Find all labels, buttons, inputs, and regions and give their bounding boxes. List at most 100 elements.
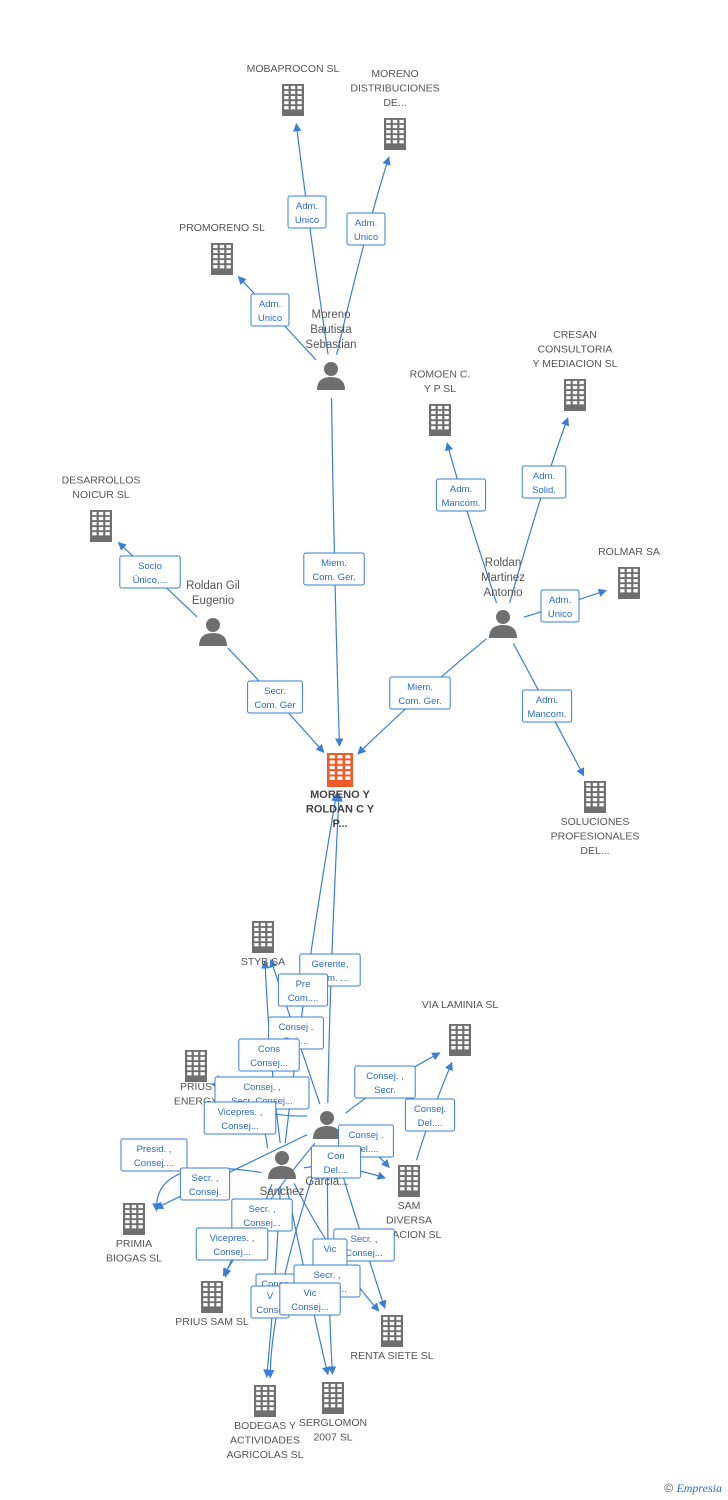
- building-icon: [185, 1050, 207, 1082]
- relation-label-text: Consej.: [189, 1187, 221, 1198]
- building-icon: [449, 1024, 471, 1056]
- relation-label[interactable]: SocioÚnico,...: [119, 555, 181, 589]
- company-label: PRIMIA: [116, 1238, 152, 1250]
- relation-label-box: [389, 676, 451, 710]
- relation-label-text: Mancom.: [441, 498, 480, 509]
- relation-label-text: Unico: [354, 232, 378, 243]
- relation-label[interactable]: Adm.Solid.: [521, 465, 567, 499]
- company-node-rolmar[interactable]: ROLMAR SA: [598, 546, 660, 599]
- building-icon: [429, 404, 451, 436]
- relation-label-text: Cons: [258, 1044, 280, 1055]
- relation-label-box: [354, 1065, 416, 1099]
- relation-label-text: Com. Ger: [254, 700, 295, 711]
- building-icon: [201, 1281, 223, 1313]
- relation-label[interactable]: Vicepres. ,Consej...: [195, 1227, 269, 1261]
- relation-label-box: [277, 973, 329, 1007]
- relation-label[interactable]: VicConsej...: [279, 1282, 341, 1316]
- relation-label[interactable]: PreCom....: [277, 973, 329, 1007]
- relation-label[interactable]: Adm.Unico: [250, 293, 290, 327]
- relation-label[interactable]: ConDel....: [310, 1145, 362, 1179]
- relation-label-text: Mancom.: [527, 709, 566, 720]
- person-label: Eugenio: [192, 595, 234, 607]
- relation-label[interactable]: Miem. Com. Ger.: [303, 552, 365, 586]
- building-icon: [398, 1165, 420, 1197]
- company-label: MOBAPROCON SL: [247, 63, 340, 75]
- company-label: NOICUR SL: [72, 489, 129, 501]
- company-label: DE...: [383, 97, 406, 109]
- relation-label[interactable]: Adm.Mancom.: [435, 478, 487, 512]
- company-node-styb[interactable]: STYB SA: [241, 921, 285, 968]
- copyright-symbol: ©: [664, 1481, 674, 1495]
- relation-label-text: Miem.: [321, 558, 347, 569]
- relation-label-box: [120, 1138, 188, 1172]
- relation-label-text: Consej...: [250, 1058, 288, 1069]
- relation-label[interactable]: Secr. Com. Ger: [247, 680, 303, 714]
- company-label: PROFESIONALES: [551, 831, 640, 843]
- company-node-mobaprocon[interactable]: MOBAPROCON SL: [247, 63, 340, 116]
- relation-label[interactable]: Vic...: [312, 1238, 348, 1272]
- company-node-morenodist[interactable]: MORENODISTRIBUCIONESDE...: [350, 68, 440, 150]
- company-node-rentasiete[interactable]: RENTA SIETE SL: [350, 1315, 434, 1362]
- person-label: Moreno: [312, 309, 351, 321]
- relation-label-text: Vicepres. ,: [210, 1233, 255, 1244]
- relation-label[interactable]: Adm.Unico: [346, 212, 386, 246]
- relation-label-text: Consej...: [345, 1248, 383, 1259]
- footer-credit[interactable]: © Empresia: [664, 1481, 722, 1496]
- relation-label[interactable]: Consej.Del....: [404, 1098, 456, 1132]
- company-label: MORENO Y: [310, 789, 370, 801]
- company-node-romoen[interactable]: ROMOEN C.Y P SL: [410, 369, 471, 437]
- relation-label[interactable]: Consej. ,Secr.: [354, 1065, 416, 1099]
- company-label: P...: [332, 818, 347, 830]
- relation-label[interactable]: Adm.Unico: [287, 195, 327, 229]
- company-label: PRIUS: [180, 1081, 212, 1093]
- relation-label[interactable]: Vicepres. ,Consej...: [203, 1101, 277, 1135]
- person-label: Sanchez: [260, 1186, 305, 1198]
- relation-label-text: Adm.: [549, 595, 571, 606]
- person-icon: [317, 362, 345, 390]
- company-label: DESARROLLOS: [62, 475, 141, 487]
- company-node-desarrollos[interactable]: DESARROLLOS NOICUR SL: [62, 475, 141, 543]
- company-label: BODEGAS Y: [234, 1420, 296, 1432]
- company-label: PROMORENO SL: [179, 222, 265, 234]
- person-label: Roldan: [485, 557, 521, 569]
- company-node-promoreno[interactable]: PROMORENO SL: [179, 222, 265, 275]
- relation-label-text: Secr. ,: [314, 1270, 341, 1281]
- relation-label-text: Com. Ger.: [312, 572, 355, 583]
- relation-label[interactable]: Presid. ,Consej....: [120, 1138, 188, 1172]
- relation-label[interactable]: Secr. ,Consej.: [179, 1167, 231, 1201]
- relation-label[interactable]: Adm.Mancom.: [521, 689, 573, 723]
- relation-label-text: Vic: [303, 1288, 316, 1299]
- company-label: DEL...: [580, 845, 609, 857]
- building-icon: [384, 118, 406, 150]
- person-icon: [268, 1151, 296, 1179]
- company-node-vialaminia[interactable]: VIA LAMINIA SL: [422, 999, 499, 1056]
- building-icon: [322, 1382, 344, 1414]
- relation-label-box: [250, 293, 290, 327]
- company-node-priussam[interactable]: PRIUS SAM SL: [175, 1281, 249, 1328]
- relation-label-text: Adm.: [533, 471, 555, 482]
- relation-label[interactable]: ConsConsej...: [238, 1038, 300, 1072]
- relation-label-text: Del....: [354, 1144, 379, 1155]
- relation-label-box: [404, 1098, 456, 1132]
- relation-label-text: Miem.: [407, 682, 433, 693]
- relation-label[interactable]: Adm.Unico: [540, 589, 580, 623]
- relation-edge: [327, 793, 343, 1104]
- relation-label-text: Conse: [256, 1305, 283, 1316]
- relation-label[interactable]: Secr. ,Consej...: [231, 1198, 293, 1232]
- building-icon: [282, 84, 304, 116]
- relation-label-text: Secr. ,: [351, 1234, 378, 1245]
- relation-label[interactable]: Miem.Com. Ger.: [389, 676, 451, 710]
- company-node-soluciones[interactable]: SOLUCIONESPROFESIONALESDEL...: [551, 781, 640, 857]
- person-label: Bautista: [310, 324, 352, 336]
- relation-label-text: Secr.: [264, 686, 286, 697]
